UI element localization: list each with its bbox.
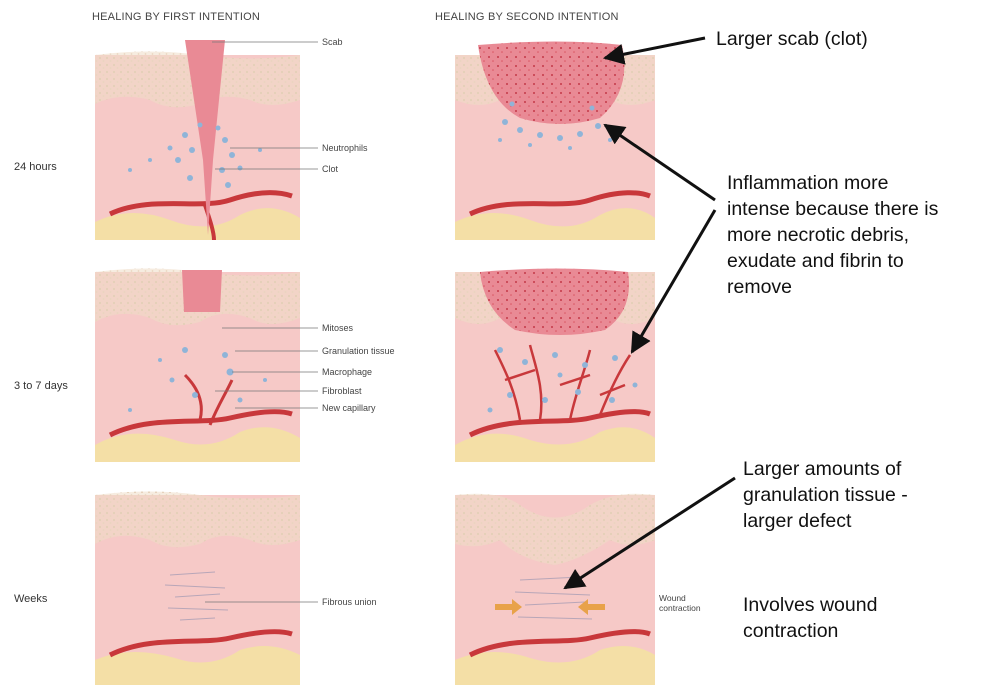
label-new-capillary: New capillary xyxy=(322,403,376,413)
label-macrophage: Macrophage xyxy=(322,367,372,377)
label-mitoses: Mitoses xyxy=(322,323,353,333)
time-label-3to7d: 3 to 7 days xyxy=(14,380,68,392)
label-scab: Scab xyxy=(322,37,343,47)
panel-first-24h xyxy=(95,40,300,240)
annotation-larger-scab: Larger scab (clot) xyxy=(716,26,868,52)
annotation-inflammation: Inflammation more intense because there … xyxy=(727,170,938,300)
label-neutrophils: Neutrophils xyxy=(322,143,368,153)
panel-second-3to7d xyxy=(455,269,655,463)
annotation-granulation: Larger amounts of granulation tissue - l… xyxy=(743,456,908,534)
time-label-weeks: Weeks xyxy=(14,593,47,605)
time-label-24h: 24 hours xyxy=(14,161,57,173)
annotation-contraction: Involves wound contraction xyxy=(743,592,877,644)
label-fibrous-union: Fibrous union xyxy=(322,597,377,607)
panel-first-weeks xyxy=(95,492,300,685)
panel-first-3to7d xyxy=(95,269,300,463)
label-granulation-tissue: Granulation tissue xyxy=(322,346,395,356)
panel-second-weeks xyxy=(455,494,655,685)
label-fibroblast: Fibroblast xyxy=(322,386,362,396)
panel-second-24h xyxy=(455,42,655,241)
label-wound-contraction: Wound contraction xyxy=(659,593,729,613)
header-second-intention: HEALING BY SECOND INTENTION xyxy=(435,11,619,23)
label-clot: Clot xyxy=(322,164,338,174)
header-first-intention: HEALING BY FIRST INTENTION xyxy=(92,11,260,23)
